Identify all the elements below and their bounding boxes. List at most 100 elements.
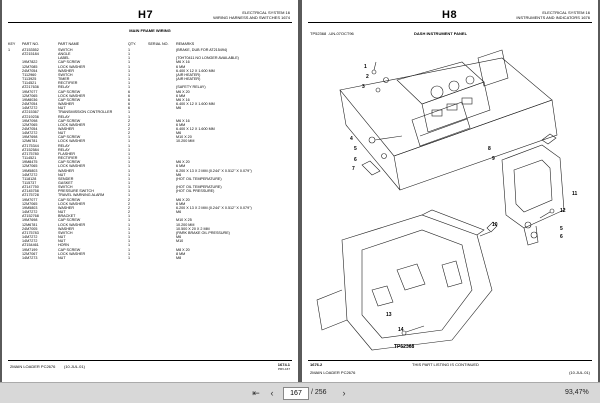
diagram-outline: [339, 57, 553, 157]
row-qty: 1: [128, 189, 131, 194]
row-remarks: 6.400 X 12 X 1.600 MM: [176, 102, 215, 107]
viewer-toolbar: ⇤ ‹ / 256 › 93,47%: [0, 382, 600, 403]
row-qty: 1: [128, 239, 131, 244]
callout-label: 3: [362, 84, 365, 90]
footer-page-number: 1676.2: [310, 362, 323, 367]
row-part-name: NUT: [58, 131, 66, 136]
header-rule: [308, 22, 592, 23]
row-part-no: 19M5803: [22, 168, 38, 173]
row-part-no: 12M6781: [22, 139, 38, 144]
callout-label: 8: [488, 146, 491, 152]
row-part-name: NUT: [58, 106, 66, 111]
callout-label: 10: [492, 222, 498, 228]
row-part-no: AT175344: [22, 143, 39, 148]
row-qty: 1: [128, 172, 131, 177]
row-remarks: M6: [176, 210, 182, 215]
row-remarks: 6 MM: [176, 64, 186, 69]
row-remarks: 10.500 X 20 X 2 MM: [176, 226, 210, 231]
row-part-no: 12M7067: [22, 251, 38, 256]
row-remarks: 6 MM: [176, 164, 186, 169]
col-remarks: REMARKS: [176, 42, 195, 46]
row-part-name: TIMER: [58, 77, 70, 82]
row-remarks: M10 X 20: [176, 135, 192, 140]
chevron-right-icon[interactable]: ›: [342, 388, 346, 398]
row-part-no: 19M7077: [22, 197, 38, 202]
row-qty: 6: [128, 102, 131, 107]
header-section: ELECTRICAL SYSTEM 16: [542, 10, 590, 15]
row-qty: 1: [128, 222, 131, 227]
row-qty: 1: [128, 48, 131, 52]
callout-label: 6: [560, 234, 563, 240]
row-remarks: M6: [176, 106, 182, 111]
page-number-input[interactable]: [283, 387, 309, 400]
row-qty: 1: [128, 193, 131, 198]
page-total: / 256: [311, 389, 327, 396]
page-header: ELECTRICAL SYSTEM 16 WIRING HARNESS AND …: [213, 10, 290, 20]
row-part-name: RELAY: [58, 147, 70, 152]
callout-label: 5: [354, 146, 357, 152]
row-part-no: 14M7272: [22, 239, 38, 244]
exploded-diagram: 14 13 1 2 3 4 5 6 7 8 9 10 11 12 5 6 TP5…: [316, 49, 578, 351]
right-page: H8 ELECTRICAL SYSTEM 16 INSTRUMENTS AND …: [302, 0, 598, 382]
row-part-name: NUT: [58, 239, 66, 244]
row-remarks: M10: [176, 239, 184, 244]
row-part-no: 24M7054: [22, 68, 38, 73]
row-part-no: 24M7005: [22, 226, 38, 231]
row-part-name: SWITCH: [58, 72, 73, 77]
row-remarks: M10 X 25: [176, 218, 192, 223]
row-part-name: BRACKET: [58, 214, 76, 219]
row-part-no: 12M7065: [22, 122, 38, 127]
row-remarks: M6 X 16: [176, 118, 190, 123]
zoom-level[interactable]: 93,47%: [565, 389, 589, 396]
row-remarks: (SAFETY RELAY): [176, 85, 206, 90]
row-part-no: 19M7199: [22, 247, 38, 252]
row-part-no: 14M7272: [22, 235, 38, 240]
first-page-icon[interactable]: ⇤: [252, 388, 260, 398]
row-remarks: M6: [176, 131, 182, 136]
row-qty: 1: [128, 230, 131, 235]
row-part-name: CAP SCREW: [58, 118, 81, 123]
row-qty: 6: [128, 97, 131, 102]
row-qty: 1: [128, 139, 131, 144]
row-remarks: M6 X 16: [176, 60, 190, 65]
col-serial-no: SERIAL NO.: [148, 42, 169, 46]
row-qty: 1: [128, 160, 131, 165]
row-serial-no: [148, 256, 176, 260]
row-qty: 6: [128, 93, 131, 98]
section-title: DASH INSTRUMENT PANEL: [414, 31, 468, 36]
row-qty: 1: [128, 143, 131, 148]
footer-page-number: 1674.1: [277, 362, 290, 367]
parts-table-header: KEY PART NO. PART NAME QTY. SERIAL NO. R…: [8, 42, 292, 48]
row-part-no: 12M7065: [22, 164, 38, 169]
row-qty: 2: [128, 118, 131, 123]
row-part-no: 12M6781: [22, 222, 38, 227]
row-remarks: 10.200 MM: [176, 139, 195, 144]
row-qty: 1: [128, 60, 131, 65]
row-qty: 1: [128, 176, 131, 181]
row-part-no: T115737: [22, 181, 37, 185]
callout-label: 11: [572, 191, 578, 197]
chevron-left-icon[interactable]: ‹: [270, 388, 274, 398]
row-part-no: AT215367: [22, 110, 39, 115]
row-part-no: 14M7272: [22, 106, 38, 111]
row-part-no: AT154461: [22, 243, 39, 248]
footer-rule: [8, 360, 292, 361]
row-part-name: SWITCH: [58, 230, 73, 235]
row-part-name: LOCK WASHER: [58, 201, 86, 206]
